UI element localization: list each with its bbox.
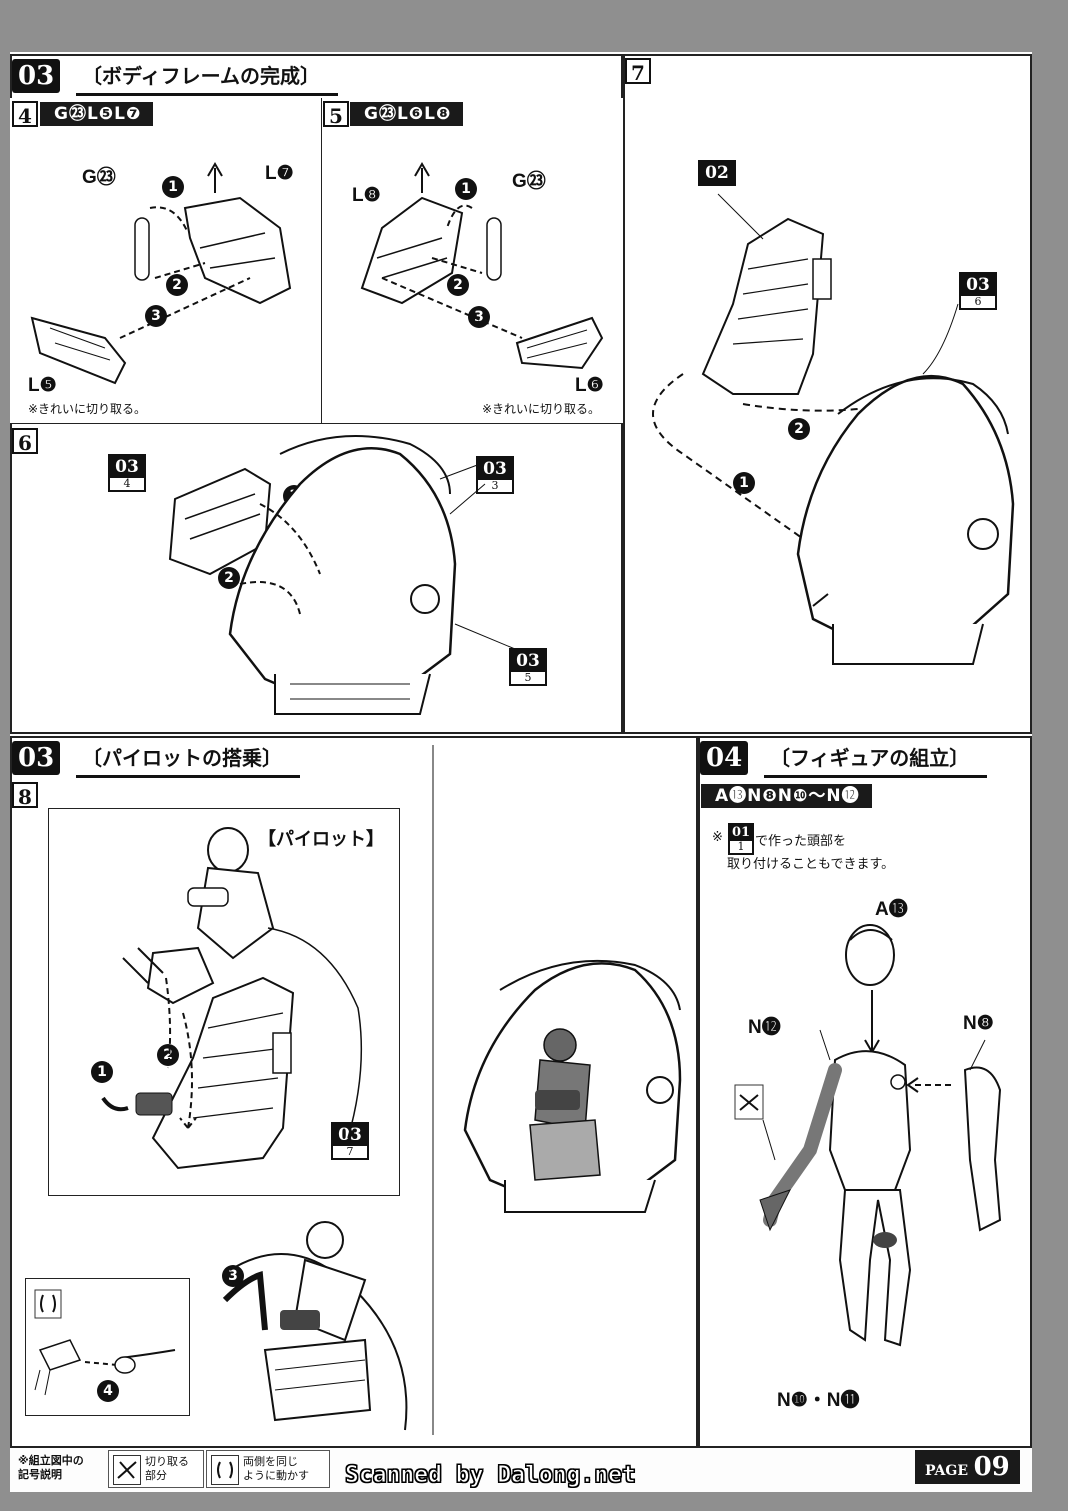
section-number: 04 xyxy=(700,741,749,775)
step-number: 6 xyxy=(12,428,38,455)
nipper-icon xyxy=(113,1455,141,1485)
legend-title: ※組立図中の記号説明 xyxy=(18,1454,84,1481)
inset-title: 【パイロット】 xyxy=(258,829,384,849)
step-5-diagram xyxy=(360,162,604,370)
divider-line xyxy=(432,745,434,1435)
step-marker: 4 xyxy=(97,1380,119,1402)
legend-move: 両側を同じように動かす xyxy=(206,1450,330,1488)
step-marker: 1 xyxy=(455,178,477,200)
part-label-g23: G㉓ xyxy=(82,167,116,188)
note-asterisk: ※ xyxy=(712,830,723,845)
step-marker: 3 xyxy=(222,1265,244,1287)
step-marker: 2 xyxy=(218,567,240,589)
step-7-diagram xyxy=(652,193,1015,665)
section-number: 03 xyxy=(12,741,61,775)
parts-list: A⓭N❽N❿～N⓬ xyxy=(701,784,872,808)
cut-note: ※きれいに切り取る。 xyxy=(482,402,601,416)
step-number: 8 xyxy=(12,782,38,809)
step-marker: 1 xyxy=(162,176,184,198)
ref-badge: 02 xyxy=(698,160,736,186)
parts-list: G㉓L❻L❽ xyxy=(350,102,464,126)
pilot-inset-diagram xyxy=(101,827,363,1170)
scanned-watermark: Scanned by Dalong.net xyxy=(345,1462,637,1489)
section-title: 〔ボディフレームの完成〕 xyxy=(76,59,338,96)
part-label-l8: L❽ xyxy=(352,185,381,206)
note-line-1: で作った頭部を xyxy=(755,834,847,849)
step-number: 4 xyxy=(12,101,38,128)
section-title: 〔パイロットの搭乗〕 xyxy=(76,741,300,778)
part-label-n8: N❽ xyxy=(963,1013,994,1034)
step-marker: 2 xyxy=(788,418,810,440)
step-4-diagram xyxy=(30,162,292,385)
step-marker: 2 xyxy=(447,274,469,296)
part-label-l5: L❺ xyxy=(28,375,57,396)
step-marker: 2 xyxy=(157,1044,179,1066)
pilot-seated-diagram xyxy=(34,1221,408,1431)
step-number: 7 xyxy=(625,58,651,85)
symmetric-move-icon xyxy=(211,1455,239,1485)
assembled-cockpit-diagram xyxy=(463,959,682,1213)
page-number: PAGE 09 xyxy=(915,1450,1020,1484)
step-marker: 3 xyxy=(145,305,167,327)
step-number: 5 xyxy=(323,101,349,128)
section-title: 〔フィギュアの組立〕 xyxy=(764,741,988,778)
part-label-n12: N⓬ xyxy=(748,1017,781,1038)
cut-note: ※きれいに切り取る。 xyxy=(28,402,147,416)
part-label-a13: A⓭ xyxy=(875,899,908,920)
step-marker: 2 xyxy=(166,274,188,296)
step-6-diagram xyxy=(168,435,516,715)
parts-list: G㉓L❺L❼ xyxy=(40,102,154,126)
figure-diagram xyxy=(734,924,1002,1347)
legend-cut: 切り取る部分 xyxy=(108,1450,204,1488)
step-marker: 1 xyxy=(733,472,755,494)
step-marker: 1 xyxy=(91,1061,113,1083)
section-number: 03 xyxy=(12,59,61,93)
part-label-l6: L❻ xyxy=(575,375,604,396)
note-line-2: 取り付けることもできます。 xyxy=(727,857,895,872)
part-label-l7: L❼ xyxy=(265,163,294,184)
part-label-n10-n11: N❿・N⓫ xyxy=(777,1390,860,1411)
part-label-g23: G㉓ xyxy=(512,171,546,192)
